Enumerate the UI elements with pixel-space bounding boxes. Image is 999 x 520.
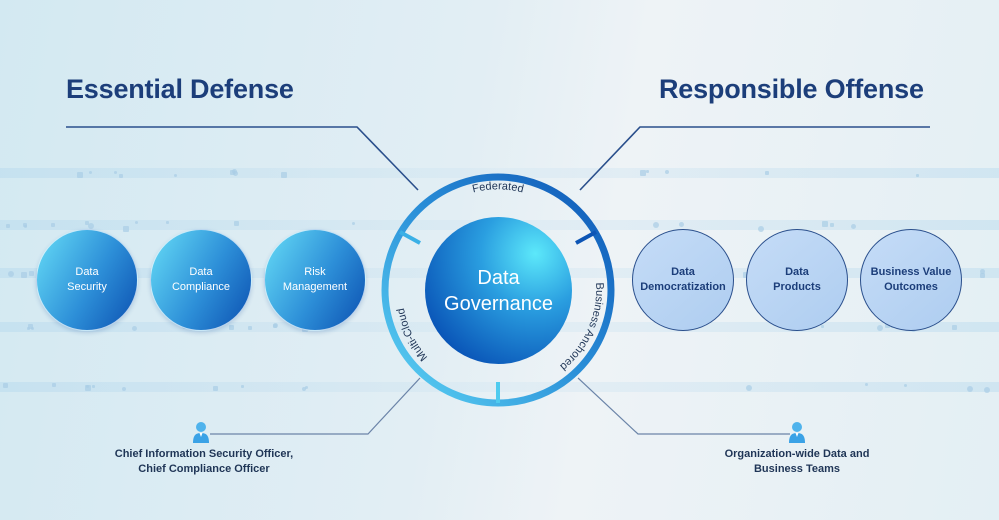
decor-dot xyxy=(213,386,218,391)
decor-dot xyxy=(135,221,138,224)
decor-dot xyxy=(822,221,828,227)
decor-dot xyxy=(904,384,907,387)
pillar-data-products: Data Products xyxy=(746,229,848,331)
offense-owner-caption: Organization-wide Data and Business Team… xyxy=(724,448,870,475)
core-title-line1: Data xyxy=(477,266,520,289)
decor-dot xyxy=(830,223,834,227)
pillar-data-security: Data Security xyxy=(36,229,138,331)
pillar-risk-management: Risk Management xyxy=(264,229,366,331)
decor-dot xyxy=(281,172,287,178)
connector-bottom-right xyxy=(577,377,790,435)
decor-dot xyxy=(114,171,117,174)
decor-dot xyxy=(851,224,856,229)
decor-dot xyxy=(89,171,92,174)
decor-dot xyxy=(646,170,649,173)
decor-dot xyxy=(24,225,27,228)
decor-dot xyxy=(51,223,55,227)
core-title-line2: Governance xyxy=(444,292,553,315)
decor-dot xyxy=(233,171,238,176)
decor-dot xyxy=(746,385,752,391)
background-band xyxy=(0,168,999,178)
person-icon xyxy=(789,422,805,443)
decor-dot xyxy=(765,171,769,175)
responsible-offense-title: Responsible Offense xyxy=(659,74,924,104)
decor-dot xyxy=(234,221,239,226)
decor-dot xyxy=(6,224,10,228)
decor-dot xyxy=(85,221,89,225)
decor-dot xyxy=(166,221,169,224)
decor-dot xyxy=(984,387,990,393)
connector-bottom-left xyxy=(210,377,421,435)
decor-dot xyxy=(174,174,177,177)
decor-dot xyxy=(3,383,8,388)
decor-dot xyxy=(352,222,355,225)
decor-dot xyxy=(640,170,646,176)
pillar-data-democratization: Data Democratization xyxy=(632,229,734,331)
decor-dot xyxy=(77,172,83,178)
decor-dot xyxy=(132,326,137,331)
ring-divider xyxy=(399,230,421,245)
decor-dot xyxy=(916,174,919,177)
ring-label-multi-cloud: Multi-Cloud xyxy=(395,307,430,363)
decor-dot xyxy=(980,269,985,274)
decor-dot xyxy=(92,385,95,388)
decor-dot xyxy=(230,170,235,175)
decor-dot xyxy=(305,386,308,389)
decor-dot xyxy=(679,222,684,227)
decor-dot xyxy=(980,273,985,278)
decor-dot xyxy=(967,386,973,392)
essential-defense-title: Essential Defense xyxy=(66,74,294,104)
decor-dot xyxy=(85,385,91,391)
decor-dot xyxy=(123,226,129,232)
person-icon xyxy=(193,422,209,443)
decor-dot xyxy=(21,272,27,278)
decor-dot xyxy=(241,385,244,388)
ring-divider xyxy=(575,230,597,245)
decor-dot xyxy=(119,174,123,178)
decor-dot xyxy=(229,325,234,330)
decor-dot xyxy=(29,271,34,276)
decor-dot xyxy=(52,383,56,387)
decor-dot xyxy=(952,325,957,330)
decor-dot xyxy=(821,325,824,328)
connector-top-left xyxy=(66,126,419,191)
decor-dot xyxy=(877,325,883,331)
decor-dot xyxy=(88,223,94,229)
defense-owner-caption: Chief Information Security Officer, Chie… xyxy=(114,448,294,475)
ring-label-federated: Federated xyxy=(471,180,525,195)
decor-dot xyxy=(865,383,868,386)
decor-dot xyxy=(28,324,33,329)
decor-dot xyxy=(758,226,764,232)
decor-dot xyxy=(122,387,126,391)
pillar-data-compliance: Data Compliance xyxy=(150,229,252,331)
connector-top-right xyxy=(579,126,930,191)
decor-dot xyxy=(653,222,659,228)
decor-dot xyxy=(273,323,278,328)
decor-dot xyxy=(665,170,669,174)
decor-dot xyxy=(248,326,252,330)
decor-dot xyxy=(8,271,14,277)
decor-dot xyxy=(302,387,306,391)
pillar-business-value-outcomes: Business Value Outcomes xyxy=(860,229,962,331)
